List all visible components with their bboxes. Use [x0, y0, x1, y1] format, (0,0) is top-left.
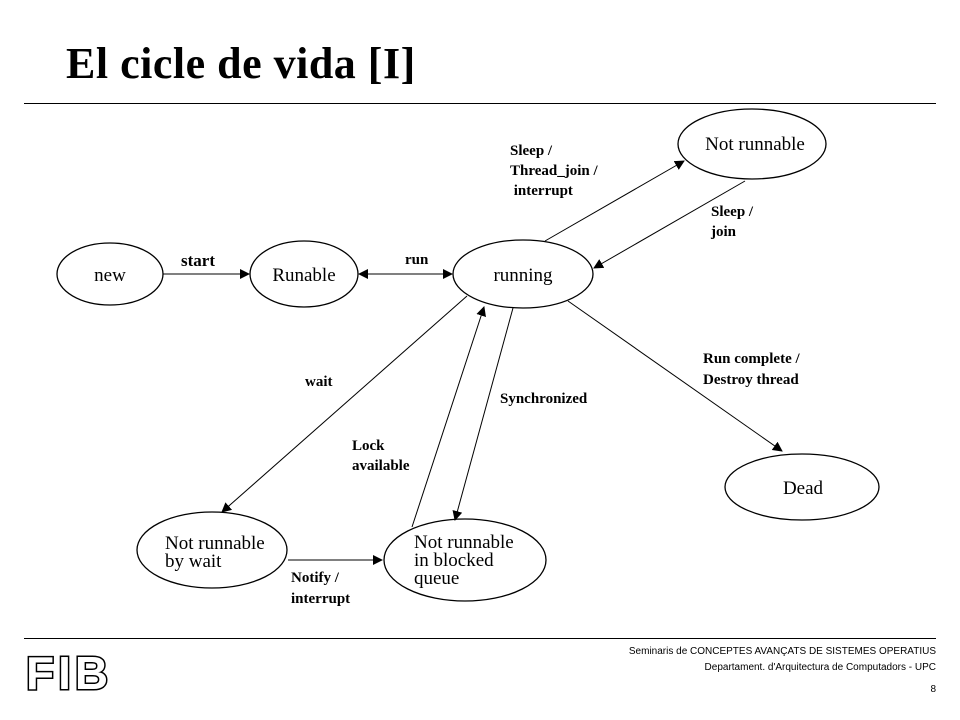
title-divider [24, 103, 936, 104]
state-running: running [452, 239, 594, 309]
state-new: new [56, 242, 164, 306]
edge-lock-available [411, 306, 486, 528]
label-run-complete-line-1: Run complete / [703, 351, 800, 367]
state-dead: Dead [724, 453, 880, 521]
state-new-label: new [94, 265, 126, 286]
label-sleep-join-line-1: Sleep / [711, 204, 754, 220]
footer-course: Seminaris de CONCEPTES AVANÇATS DE SISTE… [628, 646, 936, 657]
state-blocked-line-2: in blocked [414, 550, 494, 571]
page-number: 8 [930, 684, 936, 695]
label-notify-line-1: Notify / [291, 570, 340, 586]
state-not-runnable-by-wait: Not runnable by wait [136, 511, 288, 589]
label-sleep-line-1: Sleep / [510, 143, 553, 159]
state-not-runnable: Not runnable [677, 108, 827, 180]
edge-from-not-runnable [593, 180, 746, 269]
footer-department: Departament. d'Arquitectura de Computado… [704, 662, 936, 673]
edge-run-complete [567, 300, 783, 452]
state-blocked-line-3: queue [414, 568, 459, 589]
state-runable-label: Runable [272, 265, 335, 286]
state-not-runnable-blocked-queue: Not runnable in blocked queue [383, 518, 547, 602]
label-sleep-join-line-2: join [710, 224, 737, 240]
state-not-runnable-label: Not runnable [705, 134, 805, 155]
label-sleep-line-3: interrupt [510, 183, 573, 199]
state-runable: Runable [249, 240, 359, 308]
label-notify-line-2: interrupt [291, 591, 350, 607]
label-wait: wait [305, 374, 333, 390]
edge-wait [221, 295, 468, 513]
page-title: El cicle de vida [I] [66, 39, 416, 88]
state-by-wait-line-1: Not runnable [165, 533, 265, 554]
state-blocked-line-1: Not runnable [414, 532, 514, 553]
label-lock-line-2: available [352, 458, 410, 474]
edge-synchronized [452, 307, 514, 521]
state-running-label: running [493, 265, 553, 286]
label-sleep-line-2: Thread_join / [510, 163, 598, 179]
label-synchronized: Synchronized [500, 391, 588, 407]
label-start: start [181, 251, 215, 270]
edge-to-not-runnable [544, 160, 685, 242]
fib-logo-text: FIB [26, 647, 112, 695]
state-dead-label: Dead [783, 478, 824, 499]
state-by-wait-line-2: by wait [165, 551, 222, 572]
label-lock-line-1: Lock [352, 438, 385, 454]
footer-divider [24, 638, 936, 639]
label-run: run [405, 252, 429, 268]
fib-logo: FIB [25, 646, 112, 696]
label-run-complete-line-2: Destroy thread [703, 372, 799, 388]
